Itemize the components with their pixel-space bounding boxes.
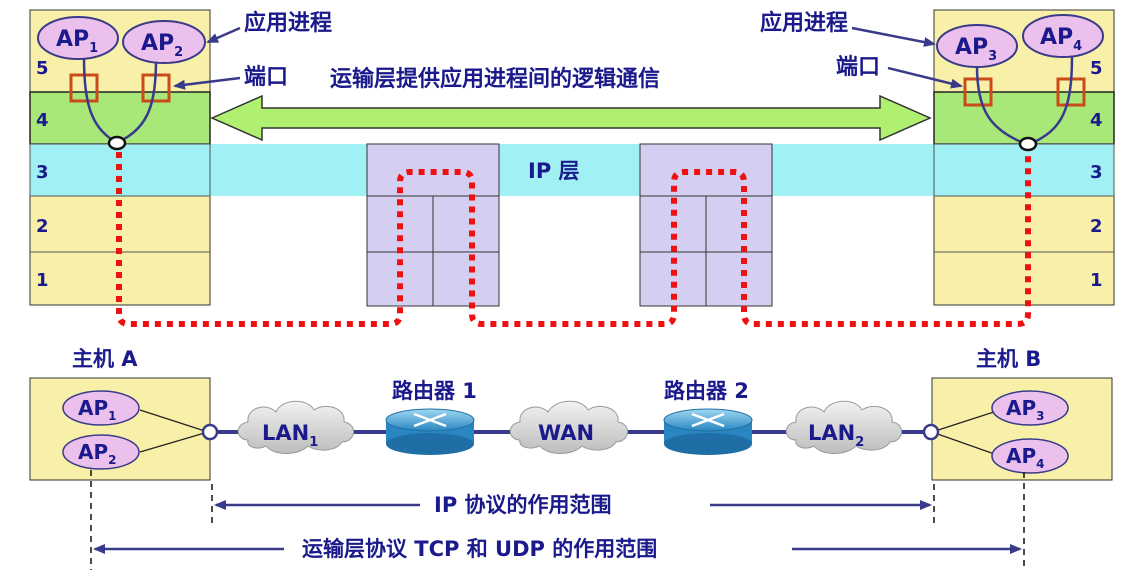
svg-text:AP2: AP2 bbox=[78, 440, 117, 467]
layer-1-label-a: 1 bbox=[36, 270, 49, 291]
port-label-right: 端口 bbox=[836, 55, 880, 80]
ap1-bottom: AP1 bbox=[62, 390, 140, 426]
svg-text:AP1: AP1 bbox=[56, 27, 98, 56]
ap2-top: AP2 bbox=[122, 20, 206, 64]
data-path bbox=[116, 152, 1031, 327]
svg-text:LAN1: LAN1 bbox=[262, 421, 318, 450]
svg-text:AP4: AP4 bbox=[1040, 25, 1082, 54]
ip-layer-label: IP 层 bbox=[528, 159, 580, 183]
layer-4-label-a: 4 bbox=[36, 110, 49, 131]
host-b-label: 主机 B bbox=[976, 347, 1041, 371]
ap3-top: AP3 bbox=[936, 24, 1018, 68]
router-1-icon bbox=[385, 408, 475, 455]
layer-5-label-b: 5 bbox=[1090, 58, 1103, 79]
transport-logical-arrow bbox=[210, 94, 932, 142]
wan-label: WAN bbox=[538, 421, 594, 445]
host-a-label: 主机 A bbox=[72, 347, 138, 371]
lan1-cloud: LAN1 bbox=[237, 400, 354, 454]
layer-5-label-a: 5 bbox=[36, 58, 49, 79]
ap3-bottom: AP3 bbox=[991, 390, 1069, 426]
app-process-label-left: 应用进程 bbox=[244, 10, 332, 36]
router-1-stack bbox=[366, 143, 500, 307]
layer-3-label-a: 3 bbox=[36, 162, 49, 183]
wan-cloud: WAN bbox=[509, 400, 628, 454]
ap4-bottom: AP4 bbox=[991, 438, 1069, 474]
router-2-icon bbox=[663, 408, 753, 455]
svg-text:LAN2: LAN2 bbox=[808, 421, 864, 450]
svg-text:AP2: AP2 bbox=[141, 31, 183, 60]
router-2-label: 路由器 2 bbox=[664, 379, 749, 403]
transport-scope-label: 运输层协议 TCP 和 UDP 的作用范围 bbox=[302, 537, 657, 561]
lan2-cloud: LAN2 bbox=[785, 400, 902, 454]
app-process-label-right: 应用进程 bbox=[760, 10, 848, 36]
svg-text:AP3: AP3 bbox=[1006, 396, 1045, 423]
ap4-top: AP4 bbox=[1022, 14, 1104, 58]
layer-2-label-a: 2 bbox=[36, 216, 49, 237]
ap2-bottom: AP2 bbox=[62, 434, 140, 470]
ip-scope-label: IP 协议的作用范围 bbox=[434, 493, 612, 517]
transport-logical-label: 运输层提供应用进程间的逻辑通信 bbox=[330, 66, 660, 92]
layer-2-label-b: 2 bbox=[1090, 216, 1103, 237]
svg-text:AP4: AP4 bbox=[1006, 444, 1045, 471]
ap1-top: AP1 bbox=[37, 16, 119, 60]
socket-a bbox=[107, 135, 127, 151]
ip-layer-band bbox=[210, 144, 934, 196]
svg-text:AP1: AP1 bbox=[78, 396, 117, 423]
layer-4-label-b: 4 bbox=[1090, 110, 1103, 131]
port-label-left: 端口 bbox=[244, 65, 288, 90]
layer-1-label-b: 1 bbox=[1090, 270, 1103, 291]
host-b-interface bbox=[922, 423, 940, 441]
host-a-interface bbox=[201, 423, 219, 441]
socket-b bbox=[1018, 136, 1038, 152]
layer-3-label-b: 3 bbox=[1090, 162, 1103, 183]
router-1-label: 路由器 1 bbox=[392, 379, 477, 403]
router-2-stack bbox=[639, 143, 773, 307]
svg-text:AP3: AP3 bbox=[955, 35, 997, 64]
